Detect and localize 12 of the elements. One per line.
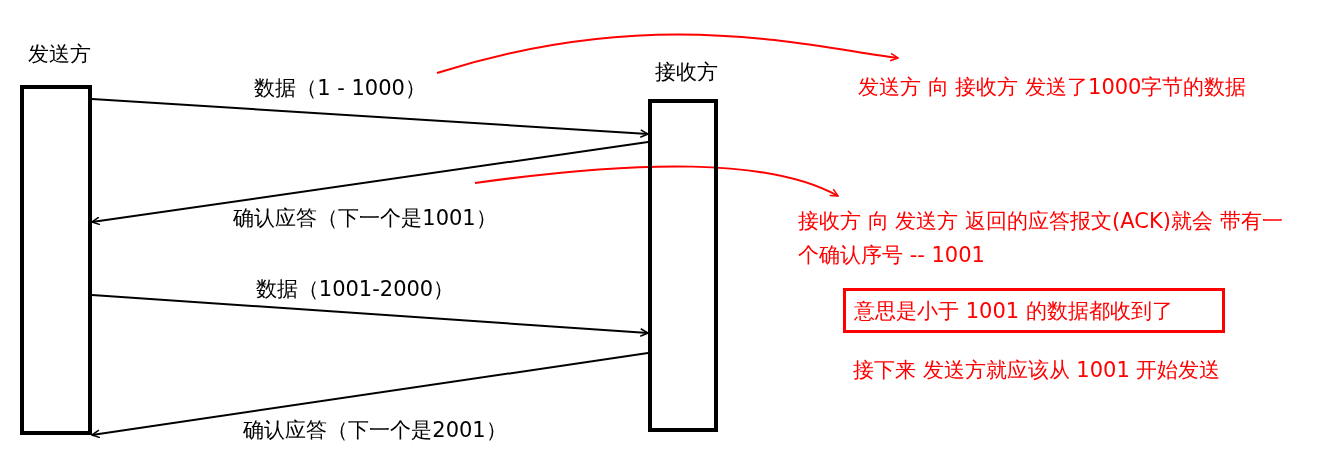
arrow [91,98,649,138]
lane-heading: 发送方 [26,41,92,68]
arrow [91,352,649,439]
lane-heading: 接收方 [653,59,719,86]
arrow [91,141,649,226]
note-text: 发送方 向 接收方 发送了1000字节的数据 [858,74,1248,101]
note-text: 接下来 发送方就应该从 1001 开始发送 [853,357,1221,384]
arrow [436,33,899,74]
arrow [91,294,649,337]
arrow [474,165,839,197]
note-text: 接收方 向 发送方 返回的应答报文(ACK)就会 带有一个确认序号 -- 1001 [798,208,1284,269]
highlight-box: 意思是小于 1001 的数据都收到了 [843,288,1225,333]
